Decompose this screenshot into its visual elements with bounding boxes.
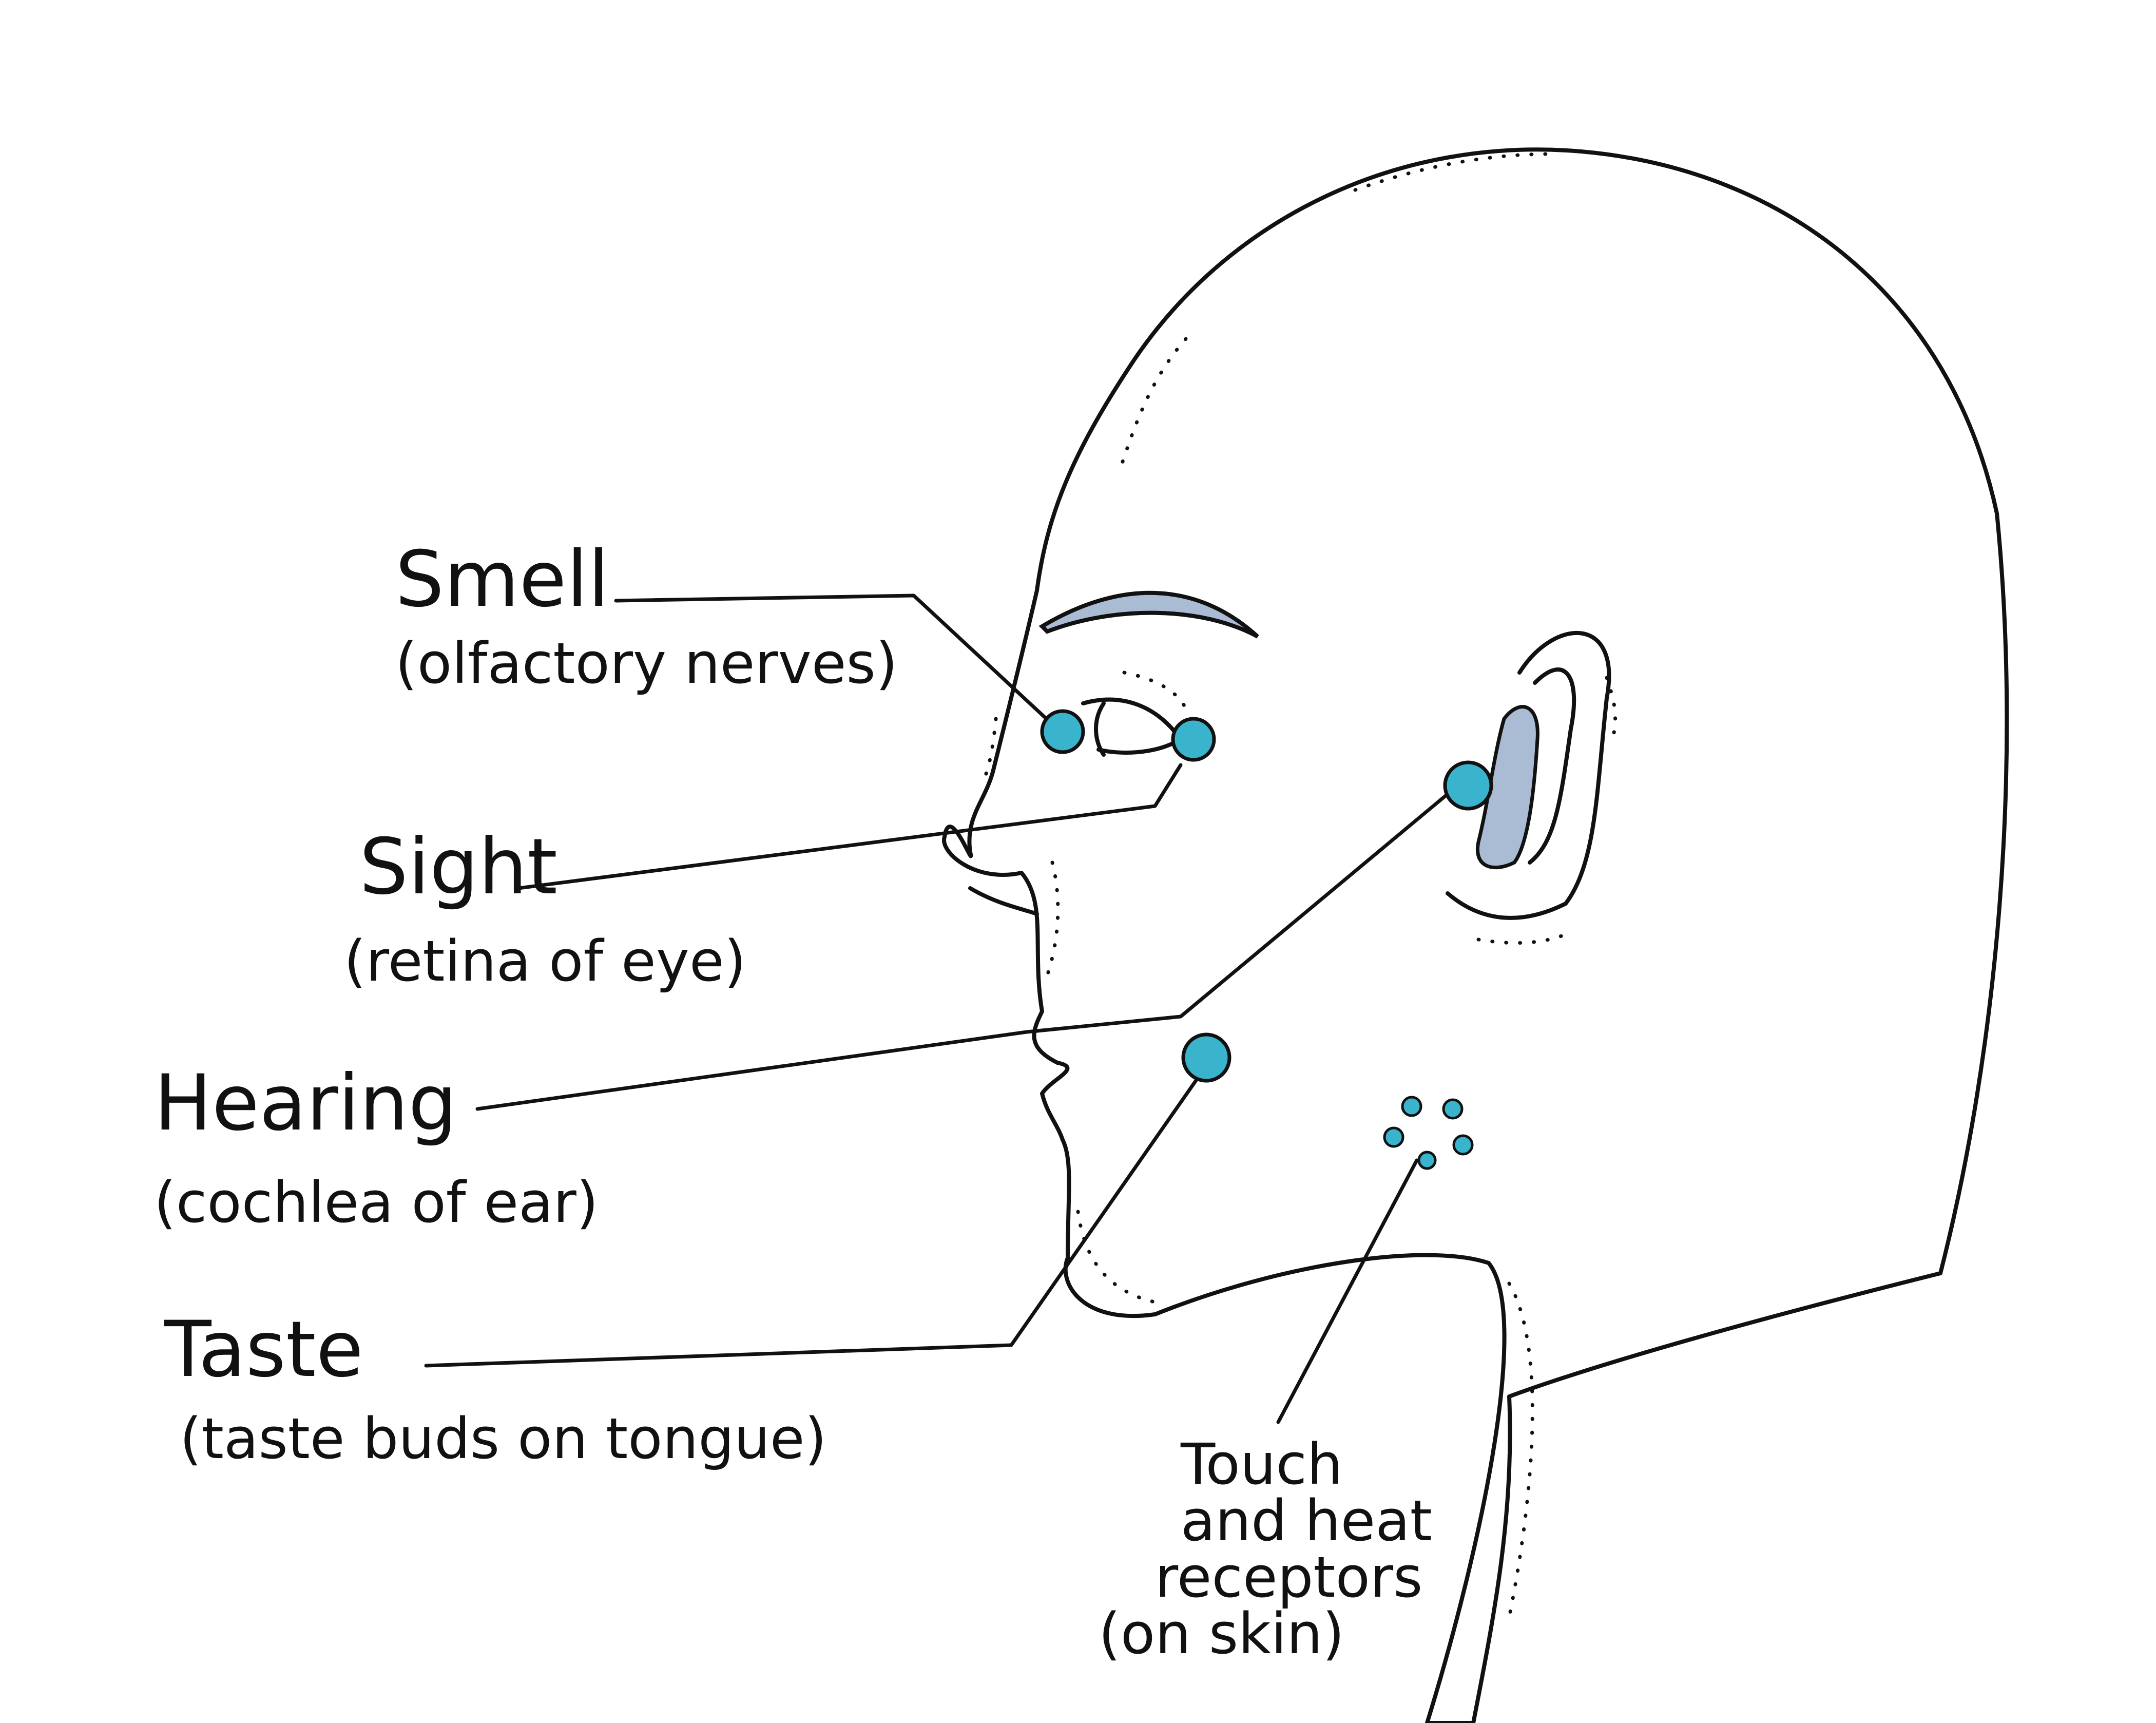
crown-dots [1353,152,1552,192]
ear-outer [1446,631,1611,920]
taste-leader-line [424,1071,1203,1368]
neck-dots-left [1507,1281,1534,1619]
touch-receptor-dot [1452,1134,1474,1156]
touch-label-line-3: receptors [1155,1544,1422,1610]
touch-label-line-4: (on skin) [1099,1601,1344,1667]
taste-sensor-dot [1181,1032,1231,1083]
earlobe-dots [1476,932,1568,945]
nose-nostril [968,886,1039,916]
hearing-detail: (cochlea of ear) [154,1170,599,1235]
touch-receptor-dot [1401,1096,1422,1117]
smell-detail: (olfactory nerves) [395,630,898,696]
head-silhouette [942,147,2009,1723]
hearing-leader-line [475,783,1460,1111]
smell-leader-line [614,594,1060,731]
sight-sensor-dot [1171,717,1216,762]
eyebrow [1038,590,1259,639]
sight-label: Sight [359,822,557,912]
sight-leader-line [516,763,1183,890]
jaw-dots [1076,1210,1167,1306]
smell-label: Smell [395,535,609,624]
forehead-dots [1117,337,1188,474]
smell-sensor-dot [1040,709,1085,754]
touch-label-line-2: and heat [1181,1488,1432,1554]
sight-detail: (retina of eye) [344,928,746,994]
taste-detail: (taste buds on tongue) [180,1406,826,1471]
cheek-dots [1045,860,1060,978]
touch-label-line-1: Touch [1180,1431,1343,1497]
eye-outline [1081,697,1183,757]
hearing-sensor-dot [1443,760,1493,811]
touch-receptor-dot [1417,1151,1437,1170]
touch-receptor-dot [1383,1126,1404,1148]
touch-receptor-dot [1442,1098,1464,1120]
touch-leader-line [1276,1158,1419,1424]
taste-label: Taste [164,1305,363,1394]
hearing-label: Hearing [154,1059,457,1148]
ear-inner [1528,667,1576,865]
